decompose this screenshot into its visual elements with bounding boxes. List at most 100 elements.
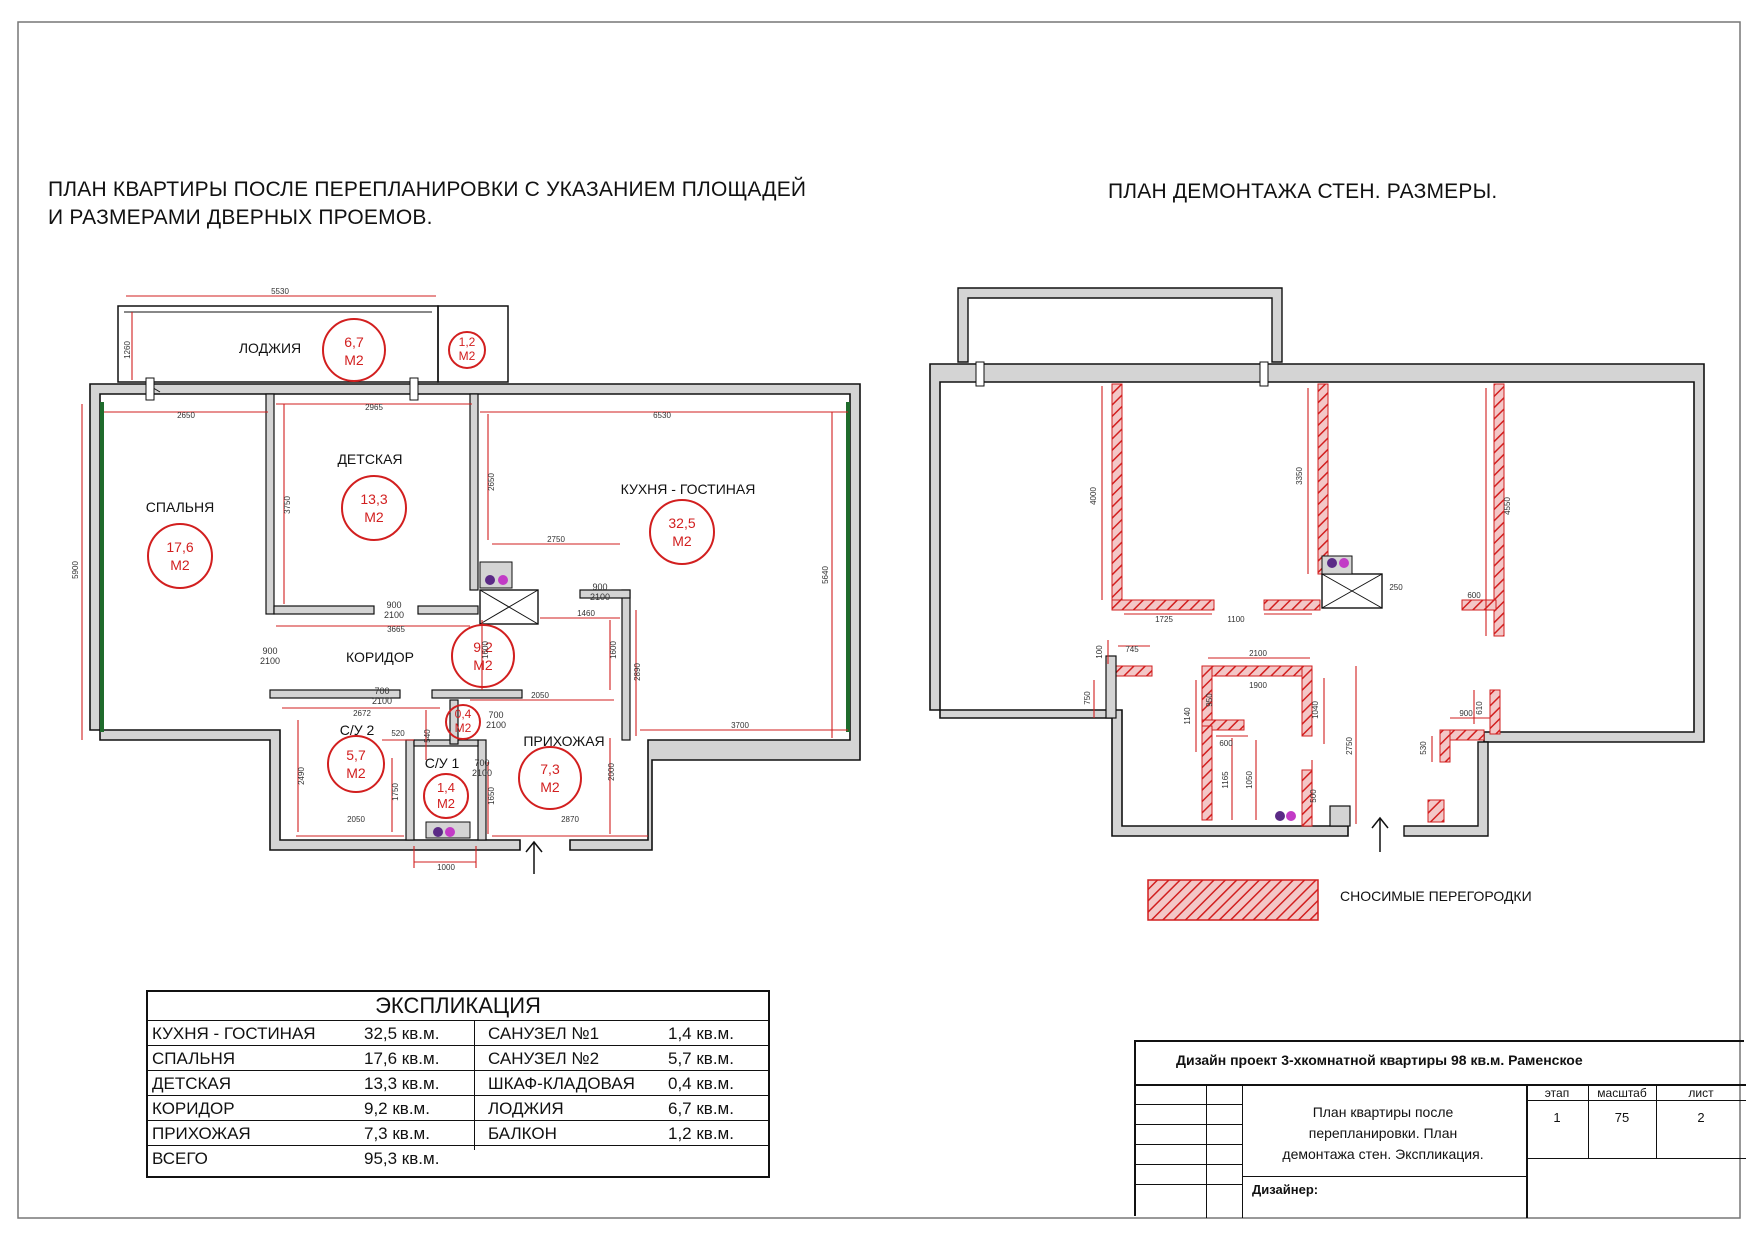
svg-text:3750: 3750: [283, 496, 292, 514]
dimension-lines-left: [81, 295, 848, 868]
scale-value: 75: [1614, 1110, 1630, 1125]
svg-text:250: 250: [1389, 583, 1403, 592]
svg-text:2050: 2050: [531, 691, 549, 700]
svg-text:М2: М2: [459, 349, 476, 363]
exterior-walls: [89, 383, 861, 851]
room-name-bedroom: СПАЛЬНЯ: [146, 499, 214, 515]
svg-text:2100: 2100: [260, 656, 280, 666]
svg-text:520: 520: [391, 729, 405, 738]
room-name-bath1: С/У 1: [425, 755, 460, 771]
svg-text:2672: 2672: [353, 709, 371, 718]
svg-text:100: 100: [1095, 645, 1104, 659]
svg-text:500: 500: [1309, 789, 1318, 803]
svg-text:5530: 5530: [271, 287, 289, 296]
svg-text:1460: 1460: [577, 609, 595, 618]
svg-text:1600: 1600: [481, 641, 490, 659]
svg-text:2100: 2100: [384, 610, 404, 620]
svg-text:6530: 6530: [653, 411, 671, 420]
svg-text:900: 900: [1459, 709, 1473, 718]
sheet-header: лист: [1688, 1086, 1714, 1100]
right-plan-title: ПЛАН ДЕМОНТАЖА СТЕН. РАЗМЕРЫ.: [1108, 180, 1498, 203]
svg-text:600: 600: [1219, 739, 1233, 748]
room-name-corridor: КОРИДОР: [346, 649, 414, 665]
area-bedroom: 17,6: [166, 539, 193, 555]
svg-text:М2: М2: [344, 352, 364, 368]
svg-text:2100: 2100: [486, 720, 506, 730]
area-circles: [147, 318, 715, 819]
window-left: [100, 402, 104, 732]
balcony-outline: [437, 305, 509, 383]
svg-text:610: 610: [1475, 701, 1484, 715]
svg-text:2650: 2650: [177, 411, 195, 420]
svg-text:1725: 1725: [1155, 615, 1173, 624]
svg-text:3700: 3700: [731, 721, 749, 730]
svg-text:5900: 5900: [71, 561, 80, 579]
svg-text:530: 530: [1419, 741, 1428, 755]
room-name-loggia: ЛОДЖИЯ: [239, 340, 301, 356]
plan-after-redevelopment: [81, 295, 861, 874]
svg-text:1165: 1165: [1221, 771, 1230, 789]
svg-text:2650: 2650: [487, 473, 496, 491]
svg-text:М2: М2: [437, 796, 455, 811]
area-hall: 7,3: [540, 761, 560, 777]
svg-text:1900: 1900: [1249, 681, 1267, 690]
svg-text:4000: 4000: [1089, 487, 1098, 505]
svg-text:700: 700: [488, 710, 503, 720]
sheet-value: 2: [1697, 1110, 1705, 1125]
svg-text:600: 600: [1467, 591, 1481, 600]
legend-swatch: [1147, 879, 1319, 921]
svg-text:900: 900: [386, 600, 401, 610]
svg-text:1140: 1140: [1183, 707, 1192, 725]
left-title-line1: ПЛАН КВАРТИРЫ ПОСЛЕ ПЕРЕПЛАНИРОВКИ С УКА…: [48, 178, 807, 201]
svg-text:2100: 2100: [472, 768, 492, 778]
scale-header: масштаб: [1597, 1086, 1647, 1100]
svg-text:1050: 1050: [1245, 771, 1254, 789]
svg-text:М2: М2: [672, 533, 692, 549]
svg-text:1600: 1600: [609, 641, 618, 659]
svg-text:2100: 2100: [372, 696, 392, 706]
svg-text:900: 900: [592, 582, 607, 592]
room-name-bath2: С/У 2: [340, 722, 375, 738]
svg-text:2965: 2965: [365, 403, 383, 412]
svg-text:1260: 1260: [123, 341, 132, 359]
svg-text:950: 950: [1205, 693, 1214, 707]
svg-text:4550: 4550: [1503, 497, 1512, 515]
svg-text:М2: М2: [473, 657, 493, 673]
svg-text:750: 750: [1083, 691, 1092, 705]
dimension-texts-right: 4000 1725 3350 1100 250 4550 600 100 745…: [1083, 467, 1512, 803]
svg-text:2870: 2870: [561, 815, 579, 824]
svg-text:900: 900: [262, 646, 277, 656]
left-plan-title: ПЛАН КВАРТИРЫ ПОСЛЕ ПЕРЕПЛАНИРОВКИ С УКА…: [48, 176, 928, 232]
svg-text:700: 700: [474, 758, 489, 768]
interior-partitions: [265, 393, 631, 841]
svg-text:М2: М2: [170, 557, 190, 573]
room-name-hall: ПРИХОЖАЯ: [523, 733, 604, 749]
wall-demolition-plan: [929, 287, 1705, 852]
area-bath2: 5,7: [346, 747, 366, 763]
window-right: [846, 402, 850, 732]
svg-text:5640: 5640: [821, 566, 830, 584]
svg-text:700: 700: [374, 686, 389, 696]
area-balcony: 1,2: [459, 335, 476, 349]
loggia-outline-right: [957, 287, 1283, 363]
project-name: Дизайн проект 3-хкомнатной квартиры 98 к…: [1176, 1052, 1583, 1068]
room-name-kitchen: КУХНЯ - ГОСТИНАЯ: [621, 481, 756, 497]
svg-text:2100: 2100: [1249, 649, 1267, 658]
area-closet: 0,4: [455, 707, 472, 721]
sheet-description: План квартиры после перепланировки. План…: [1282, 1104, 1484, 1162]
sheet-frame: [17, 21, 1741, 1219]
area-bath1: 1,4: [437, 780, 455, 795]
svg-text:М2: М2: [364, 509, 384, 525]
exterior-walls-right: [929, 363, 1705, 837]
dimension-lines-right: [1093, 386, 1490, 824]
stage-header: этап: [1544, 1086, 1570, 1100]
svg-text:3665: 3665: [387, 625, 405, 634]
